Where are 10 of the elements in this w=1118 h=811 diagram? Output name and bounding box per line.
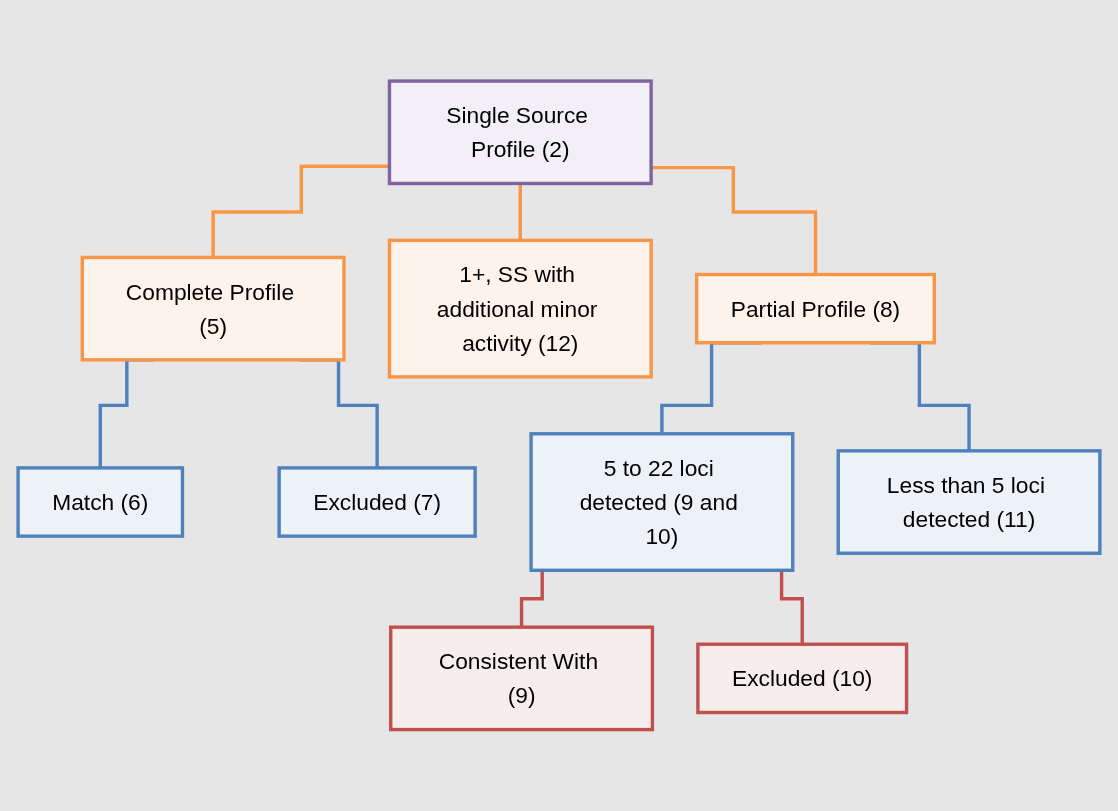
node-box: Single Source Profile (2) xyxy=(387,79,653,186)
node-box: 5 to 22 loci detected (9 and 10) xyxy=(529,432,795,573)
node-box: Less than 5 loci detected (11) xyxy=(836,449,1102,556)
node-box: Partial Profile (8) xyxy=(694,272,937,345)
node-box: Consistent With (9) xyxy=(389,625,655,732)
node-box: Excluded (10) xyxy=(696,642,909,715)
node-box: Match (6) xyxy=(16,466,185,539)
node-box: 1+, SS with additional minor activity (12) xyxy=(387,238,653,379)
node-box: Excluded (7) xyxy=(277,466,477,539)
node-box: Complete Profile (5) xyxy=(80,255,346,362)
